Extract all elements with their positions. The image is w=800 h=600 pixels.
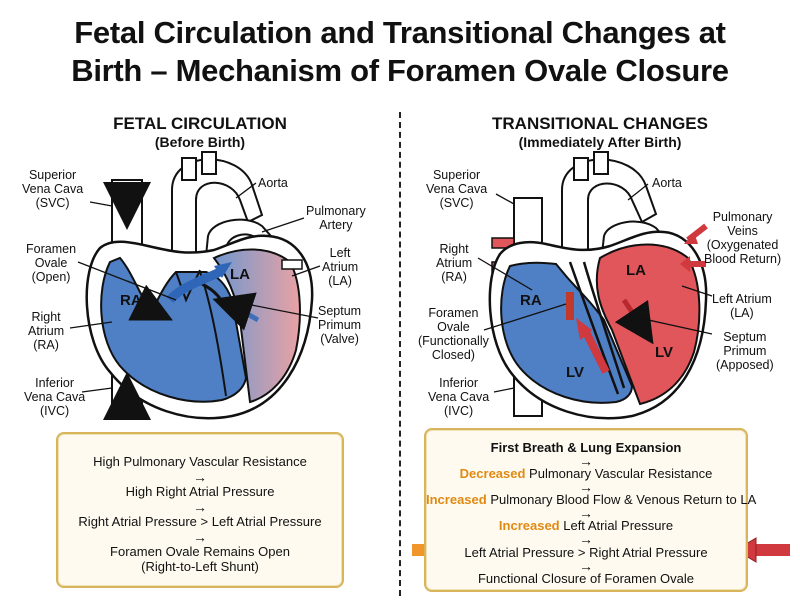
la-flow-arrow (212, 292, 260, 331)
label-septum-primum-left: Septum Primum (Valve) (318, 304, 362, 346)
arrow-icon: → (193, 469, 207, 485)
fetal-heart (69, 151, 321, 420)
fetal-step-2: High Right Atrial Pressure (125, 484, 275, 499)
fetal-step-4: Foramen Ovale Remains Open (110, 544, 290, 559)
septum-line-right (568, 261, 620, 395)
fetal-step-5: (Right-to-Left Shunt) (141, 559, 259, 574)
right-heart-chamber-right (500, 261, 634, 404)
transitional-heart (477, 151, 713, 420)
label-ivc-right: Inferior Vena Cava (IVC) (428, 376, 490, 418)
arrow-icon: → (193, 499, 207, 515)
label-septum-primum-right: Septum Primum (Apposed) (716, 330, 774, 372)
chamber-la-left: LA (230, 266, 250, 283)
label-foramen-ovale-left: Foramen Ovale (Open) (26, 242, 77, 284)
left-panel-heading: FETAL CIRCULATION (Before Birth) (113, 114, 287, 150)
label-pulmonary-artery: Pulmonary Artery (306, 204, 366, 232)
arrow-icon: → (579, 531, 593, 547)
transition-step-2: Decreased Pulmonary Vascular Resistance (459, 466, 713, 481)
label-aorta-right: Aorta (652, 176, 682, 190)
label-left-atrium-left: Left Atrium (LA) (322, 246, 359, 288)
transition-step-1: First Breath & Lung Expansion (490, 440, 682, 455)
transition-sequence-box: First Breath & Lung Expansion → Decrease… (424, 428, 757, 592)
arrow-icon: → (579, 558, 593, 574)
transition-step-6: Functional Closure of Foramen Ovale (477, 571, 695, 586)
chamber-ra-right: RA (520, 292, 542, 309)
label-svc-left: Superior Vena Cava (SVC) (22, 168, 84, 210)
la-to-lv-arrow (614, 298, 654, 345)
transition-step-3: Increased Pulmonary Blood Flow & Venous … (426, 492, 757, 507)
label-ivc-left: Inferior Vena Cava (IVC) (24, 376, 86, 418)
label-svc-right: Superior Vena Cava (SVC) (426, 168, 488, 210)
panel-divider (399, 112, 401, 596)
chamber-lv-right: LV (655, 344, 674, 361)
chamber-la-right: LA (626, 262, 646, 279)
label-right-atrium-right: Right Atrium (RA) (436, 242, 473, 284)
transition-step-4: Increased Left Atrial Pressure (498, 518, 674, 533)
lv-up-arrow (582, 330, 610, 374)
fetal-step-1: High Pulmonary Vascular Resistance (93, 454, 307, 469)
closed-foramen-mark (566, 292, 574, 320)
page-title: Fetal Circulation and Transitional Chang… (71, 15, 729, 88)
arrow-icon: → (193, 529, 207, 545)
arrow-icon: → (579, 453, 593, 469)
transition-step-5: Left Atrial Pressure > Right Atrial Pres… (464, 545, 708, 560)
arrow-icon: → (579, 505, 593, 521)
fetal-sequence-box: High Pulmonary Vascular Resistance → Hig… (56, 432, 344, 588)
label-foramen-ovale-right: Foramen Ovale (Functionally Closed) (418, 306, 489, 362)
label-left-atrium-right: Left Atrium (LA) (712, 292, 772, 320)
label-right-atrium-left: Right Atrium (RA) (28, 310, 65, 352)
chamber-lv2-right: LV (566, 364, 585, 381)
arrow-icon: → (579, 479, 593, 495)
label-aorta-left: Aorta (258, 176, 288, 190)
right-panel-heading: TRANSITIONAL CHANGES (Immediately After … (492, 114, 708, 150)
ra-flow-arrow (128, 284, 173, 321)
chamber-ra-left: RA (120, 292, 142, 309)
fetal-step-3: Right Atrial Pressure > Left Atrial Pres… (78, 514, 322, 529)
label-pulmonary-veins: Pulmonary Veins (Oxygenated Blood Return… (704, 210, 782, 266)
